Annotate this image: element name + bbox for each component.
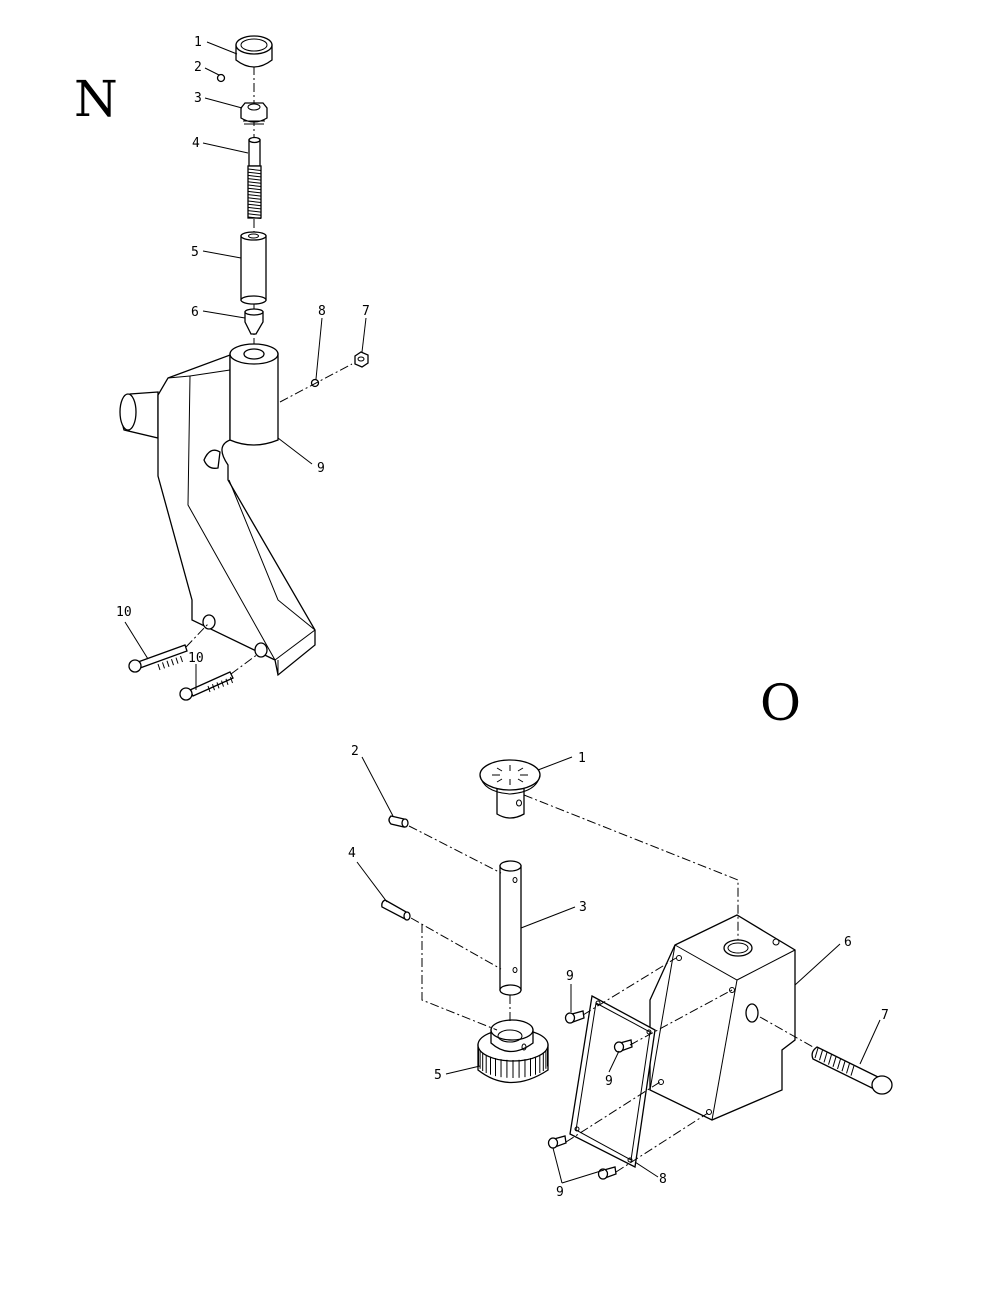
o-part-gear: [477, 1019, 549, 1083]
n-callout-2: 2: [194, 60, 202, 75]
o-part-housing: [649, 914, 796, 1121]
n-callout-9: 9: [317, 461, 325, 476]
n-part-set-screw: [216, 73, 226, 83]
section-o-letter: O: [760, 674, 801, 732]
n-screw-lower-axis: [230, 653, 259, 675]
o-callout-6: 6: [844, 935, 852, 950]
n-part-cap-screw-lower: [179, 671, 234, 701]
n-part-sleeve: [240, 231, 267, 305]
o-callout-9-middle: 9: [605, 1074, 613, 1089]
n-screw-upper-axis: [185, 623, 209, 648]
n-part-knob: [235, 35, 273, 68]
n-callout-10-upper: 10: [116, 605, 132, 620]
o-callout-9-lower: 9: [556, 1185, 564, 1200]
o-callout-2: 2: [351, 744, 359, 759]
o-callout-8: 8: [659, 1172, 667, 1187]
n-callout-1: 1: [194, 35, 202, 50]
n-part-hex-nut: [240, 102, 268, 125]
n-callout-5: 5: [191, 245, 199, 260]
n-ball-axis-line: [279, 363, 353, 403]
n-callout-8: 8: [318, 304, 326, 319]
o-part-screw-lower-left: [547, 1135, 567, 1149]
n-part-bracket: [119, 343, 316, 677]
n-part-threaded-rod: [247, 136, 262, 219]
o-part-cover-plate: [569, 994, 656, 1168]
n-part-cone-bushing: [244, 308, 264, 335]
o-part-long-bolt: [811, 1046, 893, 1095]
o-part-screw-upper: [564, 1010, 585, 1024]
n-part-cap-screw-upper: [128, 644, 188, 673]
o-callout-3: 3: [579, 900, 587, 915]
o-assembly-lines: [408, 794, 739, 1173]
n-callout-10-lower: 10: [188, 651, 204, 666]
n-callout-6: 6: [191, 305, 199, 320]
section-n-letter: N: [74, 70, 118, 128]
o-part-screw-lower-right: [597, 1166, 617, 1180]
n-callout-3: 3: [194, 91, 202, 106]
o-callout-1: 1: [578, 751, 586, 766]
o-part-pin-lower: [381, 899, 411, 921]
o-callout-9-upper: 9: [566, 969, 574, 984]
o-part-knob: [479, 759, 541, 819]
n-part-nut: [354, 351, 369, 368]
n-callout-4: 4: [192, 136, 200, 151]
o-part-pin-upper: [388, 815, 409, 828]
n-callout-7: 7: [362, 304, 370, 319]
o-callout-4: 4: [348, 846, 356, 861]
o-bolt-axis: [759, 1016, 814, 1048]
o-callout-7: 7: [881, 1008, 889, 1023]
o-callout-5: 5: [434, 1068, 442, 1083]
o-part-shaft: [499, 860, 522, 996]
